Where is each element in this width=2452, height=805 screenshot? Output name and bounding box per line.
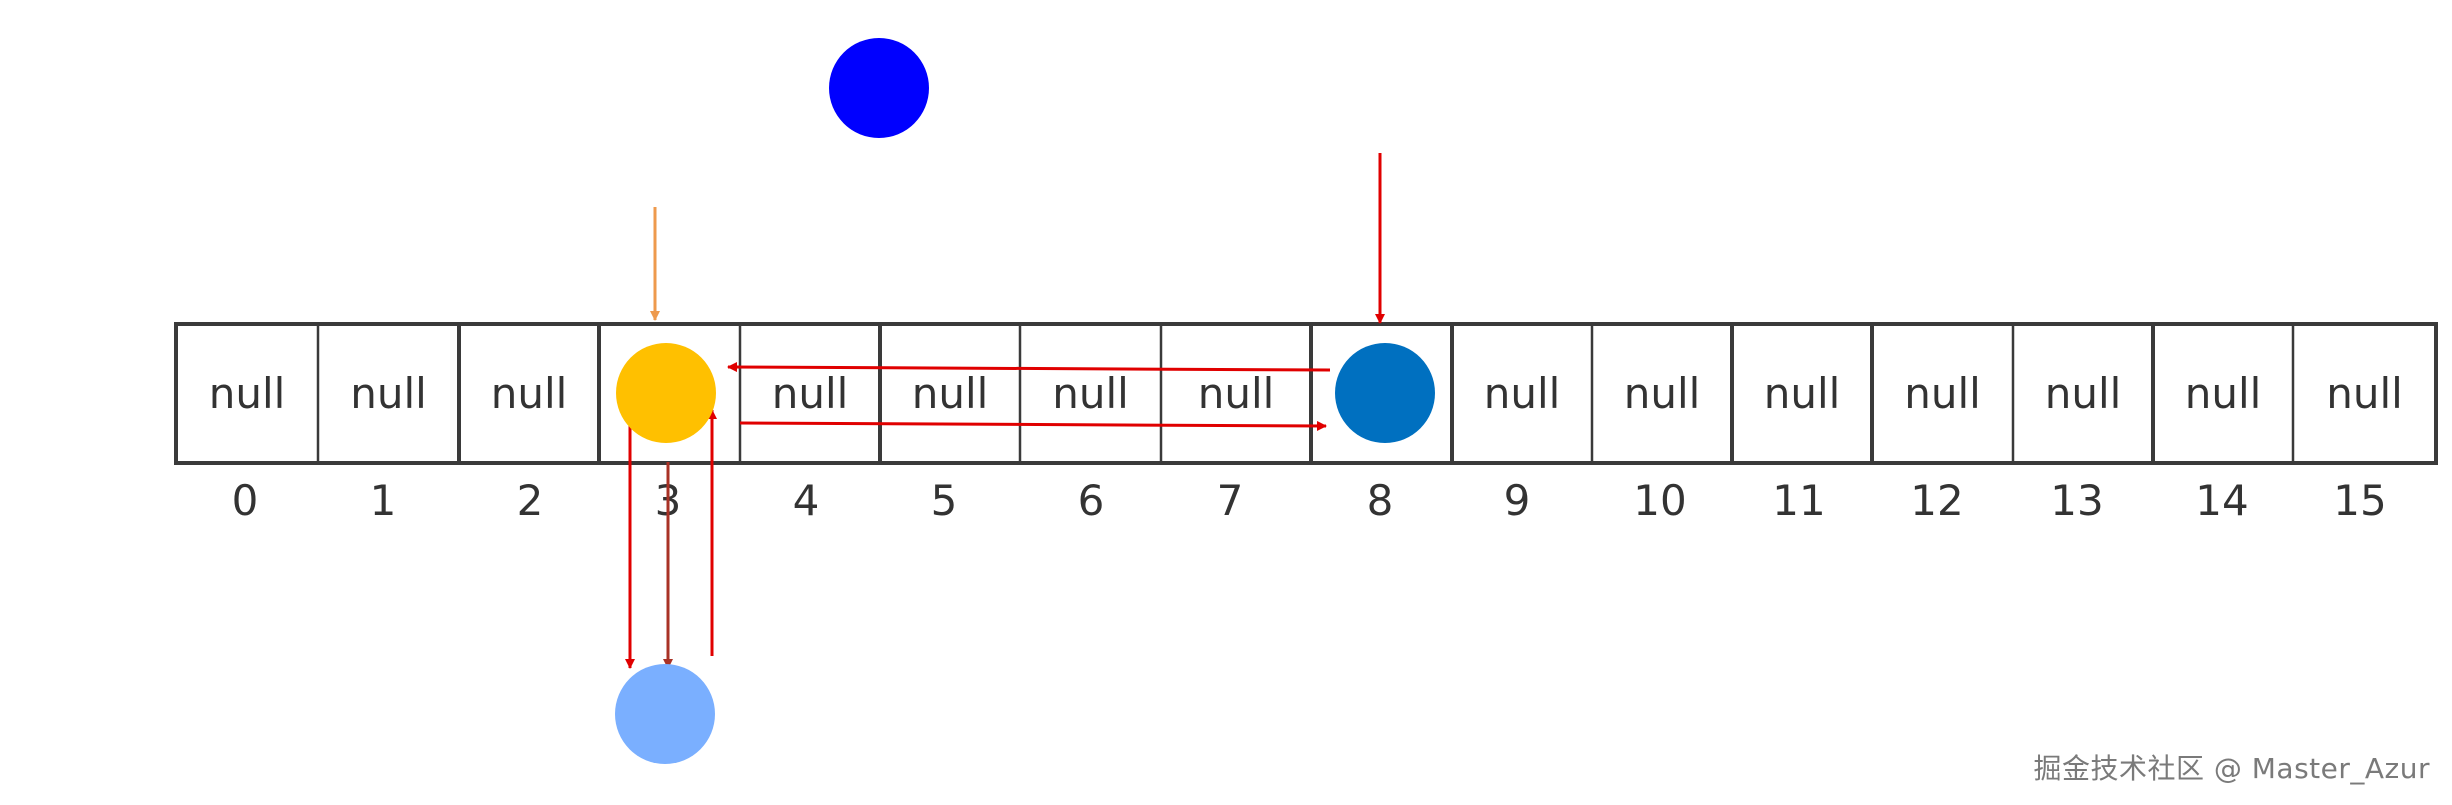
index-label-2: 2 bbox=[517, 476, 544, 525]
index-label-5: 5 bbox=[931, 476, 958, 525]
cell-value-4: null bbox=[772, 369, 849, 418]
watermark: 掘金技术社区 @ Master_Azur bbox=[2033, 752, 2430, 785]
cell-value-13: null bbox=[2045, 369, 2122, 418]
index-label-12: 12 bbox=[1910, 476, 1963, 525]
cell-value-2: null bbox=[491, 369, 568, 418]
nodes bbox=[615, 38, 1435, 764]
array-frame bbox=[176, 322, 2436, 465]
index-label-10: 10 bbox=[1633, 476, 1686, 525]
index-label-7: 7 bbox=[1217, 476, 1244, 525]
cell-value-14: null bbox=[2185, 369, 2262, 418]
node-at-index-3 bbox=[616, 343, 716, 443]
cell-value-5: null bbox=[912, 369, 989, 418]
index-label-11: 11 bbox=[1772, 476, 1825, 525]
cell-dividers bbox=[174, 322, 2438, 465]
cell-value-12: null bbox=[1904, 369, 1981, 418]
arrow-node8-to-node3 bbox=[727, 362, 1331, 373]
index-label-9: 9 bbox=[1504, 476, 1531, 525]
cell-value-15: null bbox=[2326, 369, 2403, 418]
cell-value-7: null bbox=[1198, 369, 1275, 418]
cell-value-6: null bbox=[1052, 369, 1129, 418]
index-label-1: 1 bbox=[370, 476, 397, 525]
cell-value-11: null bbox=[1764, 369, 1841, 418]
index-label-8: 8 bbox=[1367, 476, 1394, 525]
cell-value-10: null bbox=[1624, 369, 1701, 418]
index-label-14: 14 bbox=[2195, 476, 2248, 525]
arrows bbox=[625, 153, 1385, 669]
index-label-15: 15 bbox=[2333, 476, 2386, 525]
cell-value-0: null bbox=[209, 369, 286, 418]
node-at-index-8 bbox=[1335, 343, 1435, 443]
new-node-circle bbox=[829, 38, 929, 138]
index-label-4: 4 bbox=[793, 476, 820, 525]
arrow-node3-to-node8 bbox=[739, 420, 1327, 431]
linked-node-circle bbox=[615, 664, 715, 764]
cell-texts: null null null null null null null null null null… bbox=[209, 369, 2403, 418]
index-label-0: 0 bbox=[232, 476, 259, 525]
index-label-6: 6 bbox=[1078, 476, 1105, 525]
index-label-13: 13 bbox=[2050, 476, 2103, 525]
cell-value-1: null bbox=[350, 369, 427, 418]
cell-value-9: null bbox=[1484, 369, 1561, 418]
